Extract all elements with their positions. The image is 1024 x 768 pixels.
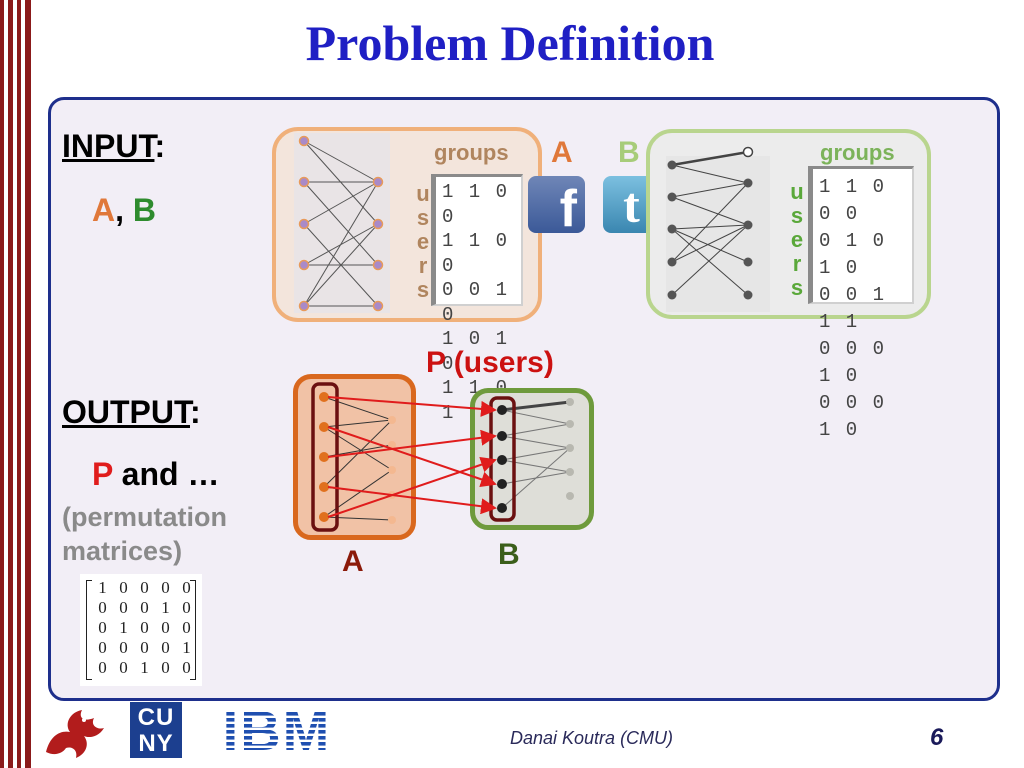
graph-a-letter: A bbox=[551, 136, 573, 169]
out-a-user-group bbox=[311, 382, 339, 532]
out-b-user-nodes bbox=[497, 405, 507, 513]
perm-line-1: (permutation bbox=[62, 502, 227, 532]
slide-title: Problem Definition bbox=[305, 15, 715, 71]
out-a-edges bbox=[323, 396, 393, 521]
output-p: P bbox=[92, 456, 113, 492]
matrix-row: 0 0 0 1 0 bbox=[819, 338, 887, 387]
permutation-note: (permutation matrices) bbox=[62, 500, 227, 568]
graph-b-nodes bbox=[667, 160, 753, 300]
graph-b-edges bbox=[671, 150, 749, 296]
left-stripes bbox=[0, 0, 34, 768]
matrix-row: 0 1 0 1 0 bbox=[819, 230, 887, 279]
matrix-left-bracket bbox=[86, 580, 92, 680]
matrix-row: 0 0 0 1 0 bbox=[819, 392, 887, 441]
matrix-row: 1 1 0 0 bbox=[442, 230, 510, 277]
input-ab: A, B bbox=[92, 192, 156, 229]
graph-a-matrix: 1 1 0 0 1 1 0 0 0 0 1 0 1 0 1 0 1 1 0 1 bbox=[431, 174, 523, 424]
graph-a-nodes bbox=[298, 135, 384, 312]
input-b: B bbox=[132, 192, 156, 228]
graph-b-letter: B bbox=[618, 136, 640, 169]
matrix-row: 1 1 0 0 0 bbox=[819, 176, 887, 225]
output-heading-text: OUTPUT bbox=[62, 394, 190, 430]
graph-a-groups-label: groups bbox=[434, 140, 509, 165]
input-colon: : bbox=[154, 128, 166, 164]
graph-b-matrix: 1 1 0 0 0 0 1 0 1 0 0 0 1 1 1 0 0 0 1 0 … bbox=[808, 166, 914, 441]
ibm-logo-text: IBM bbox=[223, 700, 332, 756]
input-heading-text: INPUT bbox=[62, 128, 155, 164]
input-heading: INPUT: bbox=[62, 128, 165, 165]
output-a-label: A bbox=[342, 545, 364, 578]
matrix-row: 0 0 1 1 1 bbox=[819, 284, 887, 333]
output-colon: : bbox=[190, 394, 201, 430]
p-users-label: P (users) bbox=[426, 346, 554, 379]
graph-b-open-node bbox=[742, 146, 754, 158]
input-a: A bbox=[92, 192, 116, 228]
matrix-right-bracket bbox=[190, 580, 196, 680]
graph-a-edges bbox=[303, 140, 379, 307]
output-p-and: P and … bbox=[92, 456, 219, 493]
graph-b-groups-label: groups bbox=[820, 140, 895, 165]
output-and: and … bbox=[112, 456, 220, 492]
out-a-user-nodes bbox=[319, 392, 329, 522]
permutation-arrows bbox=[327, 396, 497, 518]
facebook-icon: f bbox=[528, 176, 585, 233]
output-b-label: B bbox=[498, 538, 520, 571]
perm-line-2: matrices) bbox=[62, 536, 183, 566]
out-a-right-nodes bbox=[388, 416, 396, 524]
out-b-right-nodes bbox=[566, 398, 574, 500]
matrix-row: 1 1 0 0 bbox=[442, 181, 510, 228]
input-comma: , bbox=[115, 192, 124, 228]
matrix-row: 1 0 1 0 bbox=[442, 328, 510, 375]
page-number: 6 bbox=[930, 724, 944, 751]
cmu-dragon-logo bbox=[46, 710, 104, 758]
matrix-row: 0 0 1 0 bbox=[442, 279, 510, 326]
output-heading: OUTPUT: bbox=[62, 394, 201, 431]
footer-author: Danai Koutra (CMU) bbox=[510, 728, 674, 748]
ibm-logo: IBM bbox=[223, 700, 332, 756]
out-b-edges bbox=[501, 400, 571, 509]
cuny-logo: CU NY bbox=[130, 702, 182, 758]
